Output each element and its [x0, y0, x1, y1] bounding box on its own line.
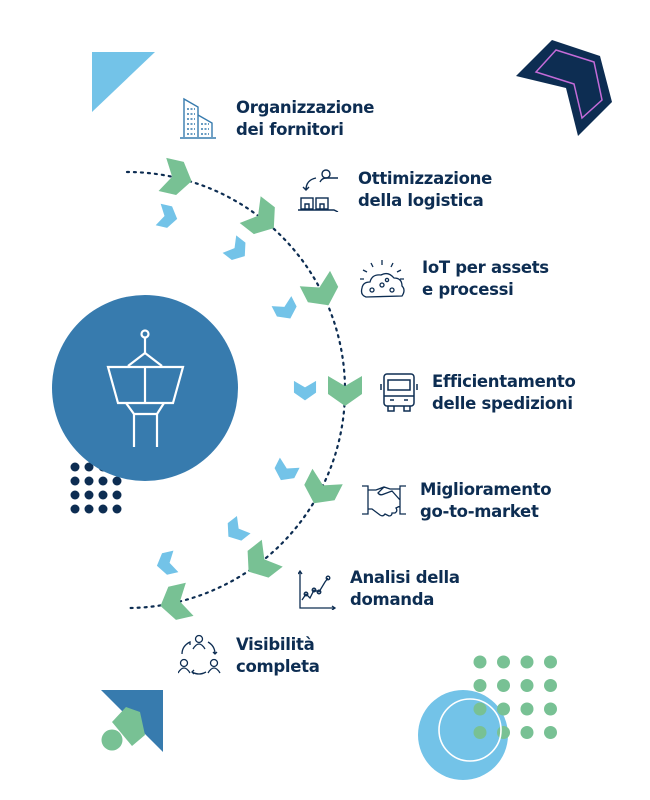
dot: [544, 655, 557, 669]
dot: [70, 504, 80, 514]
dot: [112, 504, 122, 514]
bottom-left-decoration: [101, 690, 163, 752]
dot-grid-navy: [70, 462, 122, 514]
item-title-line1: Organizzazione: [236, 98, 375, 117]
chevron-blue: [155, 203, 178, 228]
dot: [84, 504, 94, 514]
building-icon: [180, 97, 216, 139]
item-title-line2: dei fornitori: [236, 120, 344, 139]
item-full-visibility: Visibilità completa: [178, 634, 320, 678]
dot: [544, 726, 557, 739]
item-demand-analysis: Analisi della domanda: [298, 567, 460, 611]
dot: [544, 702, 557, 716]
item-iot: IoT per assets e processi: [358, 257, 549, 301]
dot: [70, 476, 80, 486]
item-title-line1: Miglioramento: [420, 480, 552, 499]
item-title-line2: go-to-market: [420, 502, 539, 521]
dot: [473, 726, 487, 739]
dot: [112, 476, 122, 486]
chevron-green: [158, 157, 192, 196]
dot: [112, 490, 122, 500]
dot: [497, 679, 510, 692]
dot: [98, 504, 108, 514]
iot-cloud-icon: [360, 260, 405, 298]
item-title-line1: Ottimizzazione: [358, 169, 492, 188]
chevron-blue: [156, 550, 179, 575]
item-title-line1: Visibilità: [236, 635, 315, 654]
bottom-right-decoration: [418, 655, 557, 780]
dot: [520, 655, 534, 669]
chevron-decoration: [516, 40, 612, 136]
dot: [98, 476, 108, 486]
item-title-line1: Analisi della: [350, 568, 460, 587]
triangle-decoration: [92, 52, 155, 112]
item-shipping-efficiency: Efficientamento delle spedizioni: [380, 371, 576, 415]
item-title-line2: della logistica: [358, 191, 484, 210]
dot: [497, 726, 510, 739]
chevron-green: [160, 582, 194, 620]
chevron-blue: [271, 296, 297, 319]
dot: [473, 679, 487, 692]
chevron-green: [304, 468, 343, 504]
logistics-icon: [298, 169, 339, 212]
item-title-line1: IoT per assets: [422, 258, 549, 277]
item-logistics-optimization: Ottimizzazione della logistica: [296, 168, 492, 212]
dot: [520, 702, 534, 716]
item-title-line1: Efficientamento: [432, 372, 576, 391]
item-supplier-organization: Organizzazione dei fornitori: [178, 97, 374, 141]
chevron-blue: [293, 380, 317, 401]
truck-icon: [380, 373, 418, 412]
dot: [520, 726, 534, 739]
chevron-green: [299, 270, 339, 306]
chevron-green: [239, 196, 275, 235]
handshake-icon: [362, 485, 406, 517]
dot: [84, 490, 94, 500]
dot: [520, 679, 534, 692]
dot: [70, 462, 80, 472]
dot: [84, 476, 94, 486]
dot: [497, 702, 510, 716]
control-tower-icon: [106, 329, 185, 447]
chevron-blue: [222, 235, 246, 261]
dot: [70, 490, 80, 500]
dot: [544, 679, 557, 692]
item-title-line2: completa: [236, 657, 320, 676]
dot: [84, 462, 94, 472]
people-cycle-icon: [178, 634, 221, 675]
item-title-line2: domanda: [350, 590, 435, 609]
dot: [473, 655, 487, 669]
chevron-blue: [227, 515, 251, 541]
item-go-to-market: Miglioramento go-to-market: [362, 479, 552, 523]
item-title-line2: delle spedizioni: [432, 394, 573, 413]
chevron-path: [155, 157, 362, 620]
chevron-green: [328, 376, 362, 406]
dot: [497, 655, 510, 669]
chart-icon: [298, 569, 337, 610]
dot: [473, 702, 487, 716]
item-title-line2: e processi: [422, 280, 514, 299]
chevron-blue: [274, 457, 300, 481]
chevron-green: [247, 539, 283, 578]
dot: [98, 490, 108, 500]
